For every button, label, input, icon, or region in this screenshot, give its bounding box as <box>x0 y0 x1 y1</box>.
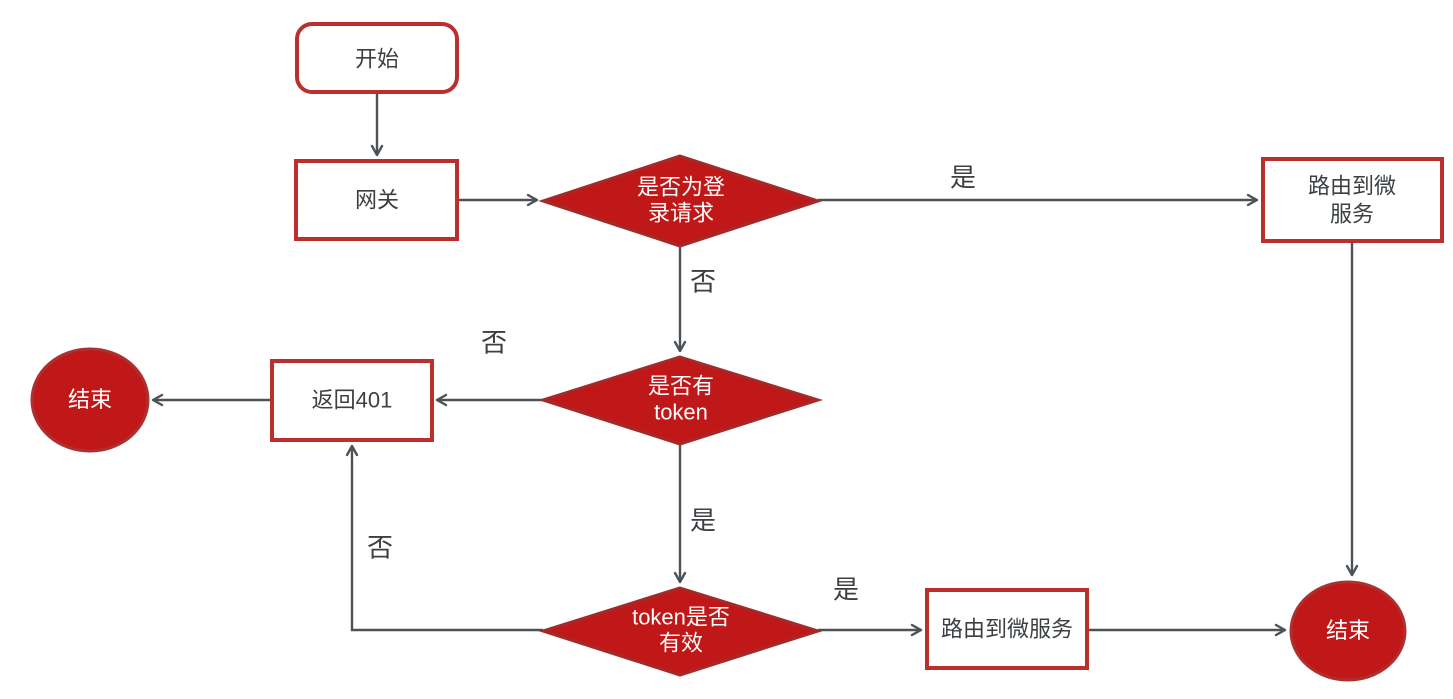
end-node-left-shape <box>30 347 150 453</box>
decision-token-valid-shape <box>538 586 823 677</box>
return-401-label: 返回401 <box>311 387 393 413</box>
decision-has-token-label: 是否有 token <box>647 373 715 425</box>
gateway-node-label: 网关 <box>354 187 400 213</box>
edge-valid-no-to-return401 <box>345 444 543 632</box>
gateway-node-shape <box>294 159 459 241</box>
end-node-left-label: 结束 <box>67 386 113 412</box>
start-node-label: 开始 <box>354 46 400 72</box>
decision-token-valid-label: token是否 有效 <box>632 604 730 656</box>
edge-label-valid-yes: 是 <box>829 569 863 607</box>
decision-has-token-shape <box>538 355 823 446</box>
edge-label-valid-no: 否 <box>363 527 397 565</box>
route-to-microservice-top-label: 路由到微服务 <box>1307 173 1396 227</box>
return-401-shape <box>270 359 434 442</box>
end-node-right-label: 结束 <box>1325 617 1371 643</box>
route-to-microservice-top-shape <box>1261 157 1444 243</box>
decision-is-login-request-label: 是否为登 录请求 <box>636 174 726 226</box>
edge-label-login-yes: 是 <box>946 157 980 195</box>
route-to-microservice-bottom-shape <box>925 588 1089 670</box>
edge-label-login-no: 否 <box>686 261 720 299</box>
edge-label-token-no: 否 <box>477 322 511 360</box>
start-node-shape <box>295 22 459 94</box>
edge-label-token-yes: 是 <box>686 500 720 538</box>
end-node-right-shape <box>1289 580 1407 682</box>
route-to-microservice-bottom-label: 路由到微服务 <box>940 616 1074 642</box>
decision-is-login-request-shape <box>538 154 823 248</box>
